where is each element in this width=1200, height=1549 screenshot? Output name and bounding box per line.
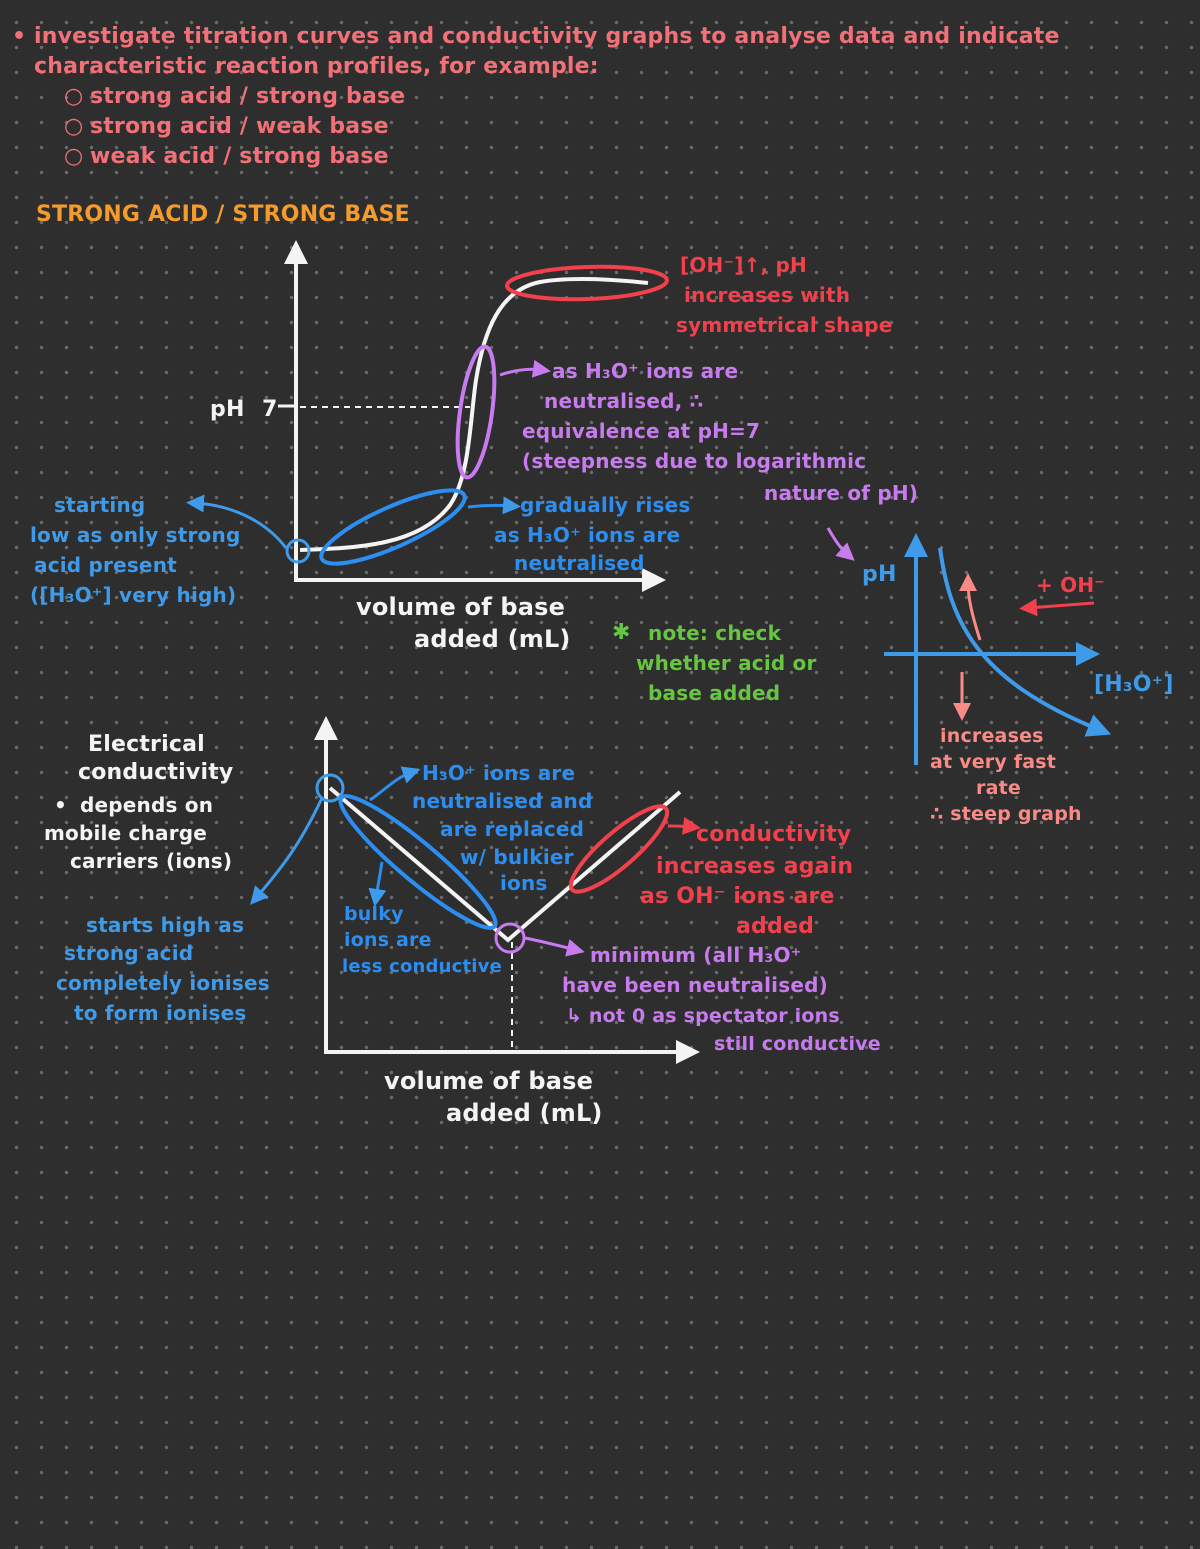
- cond-depends-3: carriers (ions): [70, 849, 233, 873]
- sub-bullet-2: ○: [64, 114, 84, 139]
- note-gradual-3: neutralised: [514, 551, 645, 575]
- note-eq-5: nature of pH): [764, 481, 919, 505]
- note-eq-1: as H₃O⁺ ions are: [552, 359, 739, 383]
- small-graph-x-label: [H₃O⁺]: [1094, 672, 1174, 697]
- arrow-increase: [667, 816, 701, 835]
- sub-bullet-1: ○: [64, 84, 84, 109]
- cond-replaced-3: are replaced: [440, 817, 585, 841]
- arrow-bulky: [368, 861, 387, 907]
- note-top-3: symmetrical shape: [676, 313, 893, 337]
- highlight-equivalence: [455, 344, 497, 480]
- highlight-top: [505, 264, 669, 302]
- sub-item-1: strong acid / strong base: [90, 84, 406, 109]
- ph-axis-label: pH: [210, 397, 245, 422]
- ph-tick-7: 7: [262, 397, 278, 422]
- cond-increase-4: added: [736, 914, 815, 939]
- note-start-1: starting: [54, 493, 146, 517]
- arrow-starting: [186, 494, 288, 549]
- note-check-2: whether acid or: [636, 651, 817, 675]
- cond-depends-1: depends on: [80, 793, 214, 817]
- note-check-1: note: check: [648, 621, 782, 645]
- cond-min-3: ↳ not 0 as spectator ions: [566, 1005, 840, 1027]
- header-line-1: investigate titration curves and conduct…: [34, 24, 1060, 49]
- header-line-2: characteristic reaction profiles, for ex…: [34, 54, 599, 79]
- cond-bulky-2: ions are: [344, 929, 432, 951]
- sub-item-2: strong acid / weak base: [90, 114, 389, 139]
- cond-min-2: have been neutralised): [562, 973, 828, 997]
- arrow-gradual: [467, 496, 521, 515]
- cond-start-2: strong acid: [64, 941, 194, 965]
- small-graph: [884, 533, 1112, 765]
- note-top-2: increases with: [684, 283, 851, 307]
- cond-x-label-1: volume of base: [384, 1067, 594, 1095]
- small-graph-y-label: pH: [862, 562, 897, 587]
- cond-replaced-2: neutralised and: [412, 789, 593, 813]
- highlight-decrease: [338, 794, 498, 930]
- cond-bulky-3: less conductive: [342, 956, 503, 977]
- note-start-2: low as only strong: [30, 523, 241, 547]
- cond-min-4: still conductive: [714, 1033, 881, 1055]
- cond-increase-3: as OH⁻ ions are: [640, 884, 835, 909]
- cond-replaced-5: ions: [500, 871, 548, 895]
- section-title: STRONG ACID / STRONG BASE: [36, 202, 410, 227]
- sub-bullet-3: ○: [64, 144, 84, 169]
- conductivity-graph-axes: [314, 716, 700, 1064]
- cond-replaced-4: w/ bulkier: [460, 845, 574, 869]
- conductivity-curve: [328, 786, 682, 943]
- cond-min-1: minimum (all H₃O⁺: [590, 943, 802, 967]
- arrow-to-small-graph: [826, 527, 855, 561]
- small-note-2: at very fast: [930, 751, 1057, 773]
- note-gradual-2: as H₃O⁺ ions are: [494, 523, 681, 547]
- note-eq-4: (steepness due to logarithmic: [522, 449, 867, 473]
- note-start-3: acid present: [34, 553, 177, 577]
- cond-start-3: completely ionises: [56, 971, 270, 995]
- arrow-equivalence: [499, 359, 551, 378]
- sub-item-3: weak acid / strong base: [90, 144, 389, 169]
- highlight-min: [494, 922, 526, 954]
- note-eq-2: neutralised, ∴: [544, 389, 704, 413]
- note-gradual-1: gradually rises: [520, 493, 691, 517]
- cond-depends-2: mobile charge: [44, 821, 208, 845]
- cond-start-4: to form ionises: [74, 1001, 247, 1025]
- header-bullet: •: [12, 24, 27, 49]
- cond-bulky-1: bulky: [344, 903, 404, 925]
- ph-x-label-1: volume of base: [356, 593, 566, 621]
- note-check-3: base added: [648, 681, 781, 705]
- arrow-min: [524, 936, 585, 957]
- note-eq-3: equivalence at pH=7: [522, 419, 761, 443]
- note-start-4: ([H₃O⁺] very high): [30, 583, 237, 607]
- cond-title-1: Electrical: [88, 732, 205, 757]
- arrow-replaced: [369, 766, 421, 802]
- highlight-start: [285, 538, 311, 564]
- highlight-max: [315, 773, 345, 803]
- titration-curve: [299, 276, 649, 552]
- note-top-1: [OH⁻]↑, pH: [680, 253, 807, 277]
- cond-title-2: conductivity: [78, 760, 234, 785]
- cond-x-label-2: added (mL): [446, 1099, 603, 1127]
- ph-x-label-2: added (mL): [414, 625, 571, 653]
- highlight-increase: [568, 804, 670, 894]
- small-graph-add-label: + OH⁻: [1036, 573, 1106, 597]
- small-note-4: ∴ steep graph: [930, 803, 1082, 825]
- ph-graph-axes: [278, 240, 666, 592]
- note-star: ✱: [612, 620, 631, 645]
- arrow-start-high: [250, 797, 324, 905]
- cond-increase-1: conductivity: [696, 822, 852, 847]
- small-note-3: rate: [976, 777, 1021, 799]
- small-note-1: increases: [940, 725, 1044, 747]
- cond-start-1: starts high as: [86, 913, 245, 937]
- highlight-gradual: [319, 488, 467, 566]
- cond-bullet: •: [54, 793, 67, 817]
- cond-replaced-1: H₃O⁺ ions are: [422, 761, 576, 785]
- cond-increase-2: increases again: [656, 854, 854, 879]
